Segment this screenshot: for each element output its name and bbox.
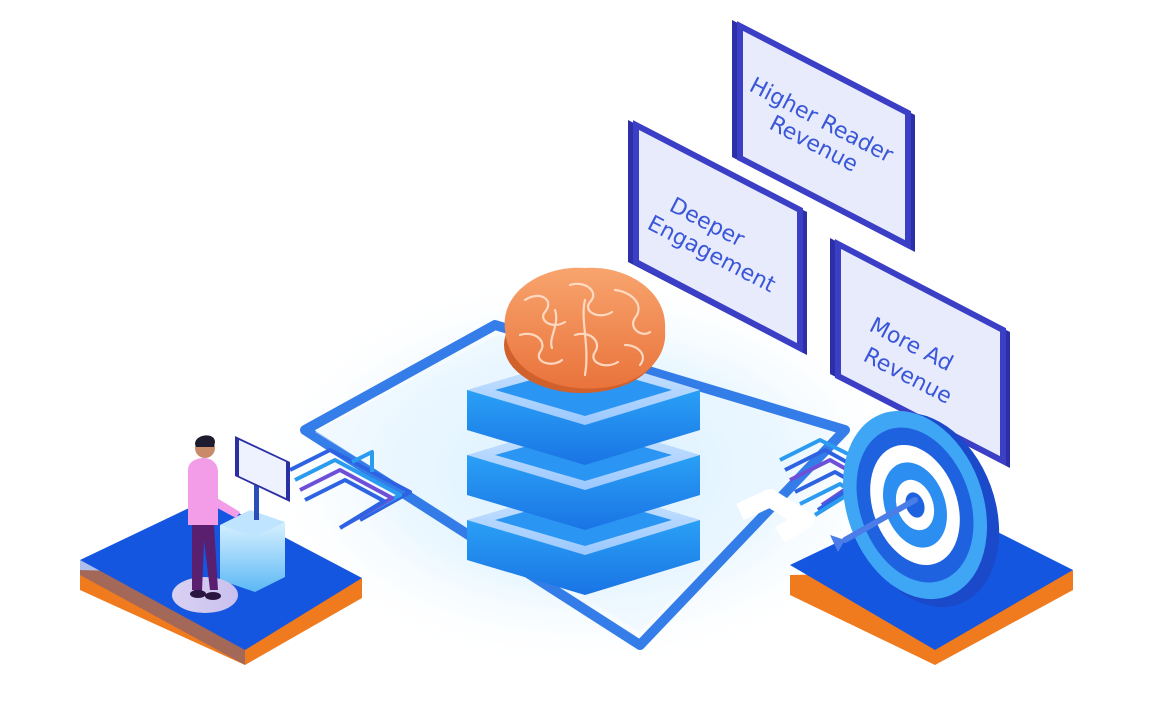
person-at-terminal-icon: [172, 435, 290, 613]
target-icon: [830, 410, 1000, 607]
brain-icon: [504, 267, 666, 393]
panel-deeper-engagement: Deeper Engagement: [628, 120, 807, 355]
panel-more-ad-revenue: More Ad Revenue: [830, 238, 1010, 468]
left-connector-lines: [289, 448, 412, 530]
